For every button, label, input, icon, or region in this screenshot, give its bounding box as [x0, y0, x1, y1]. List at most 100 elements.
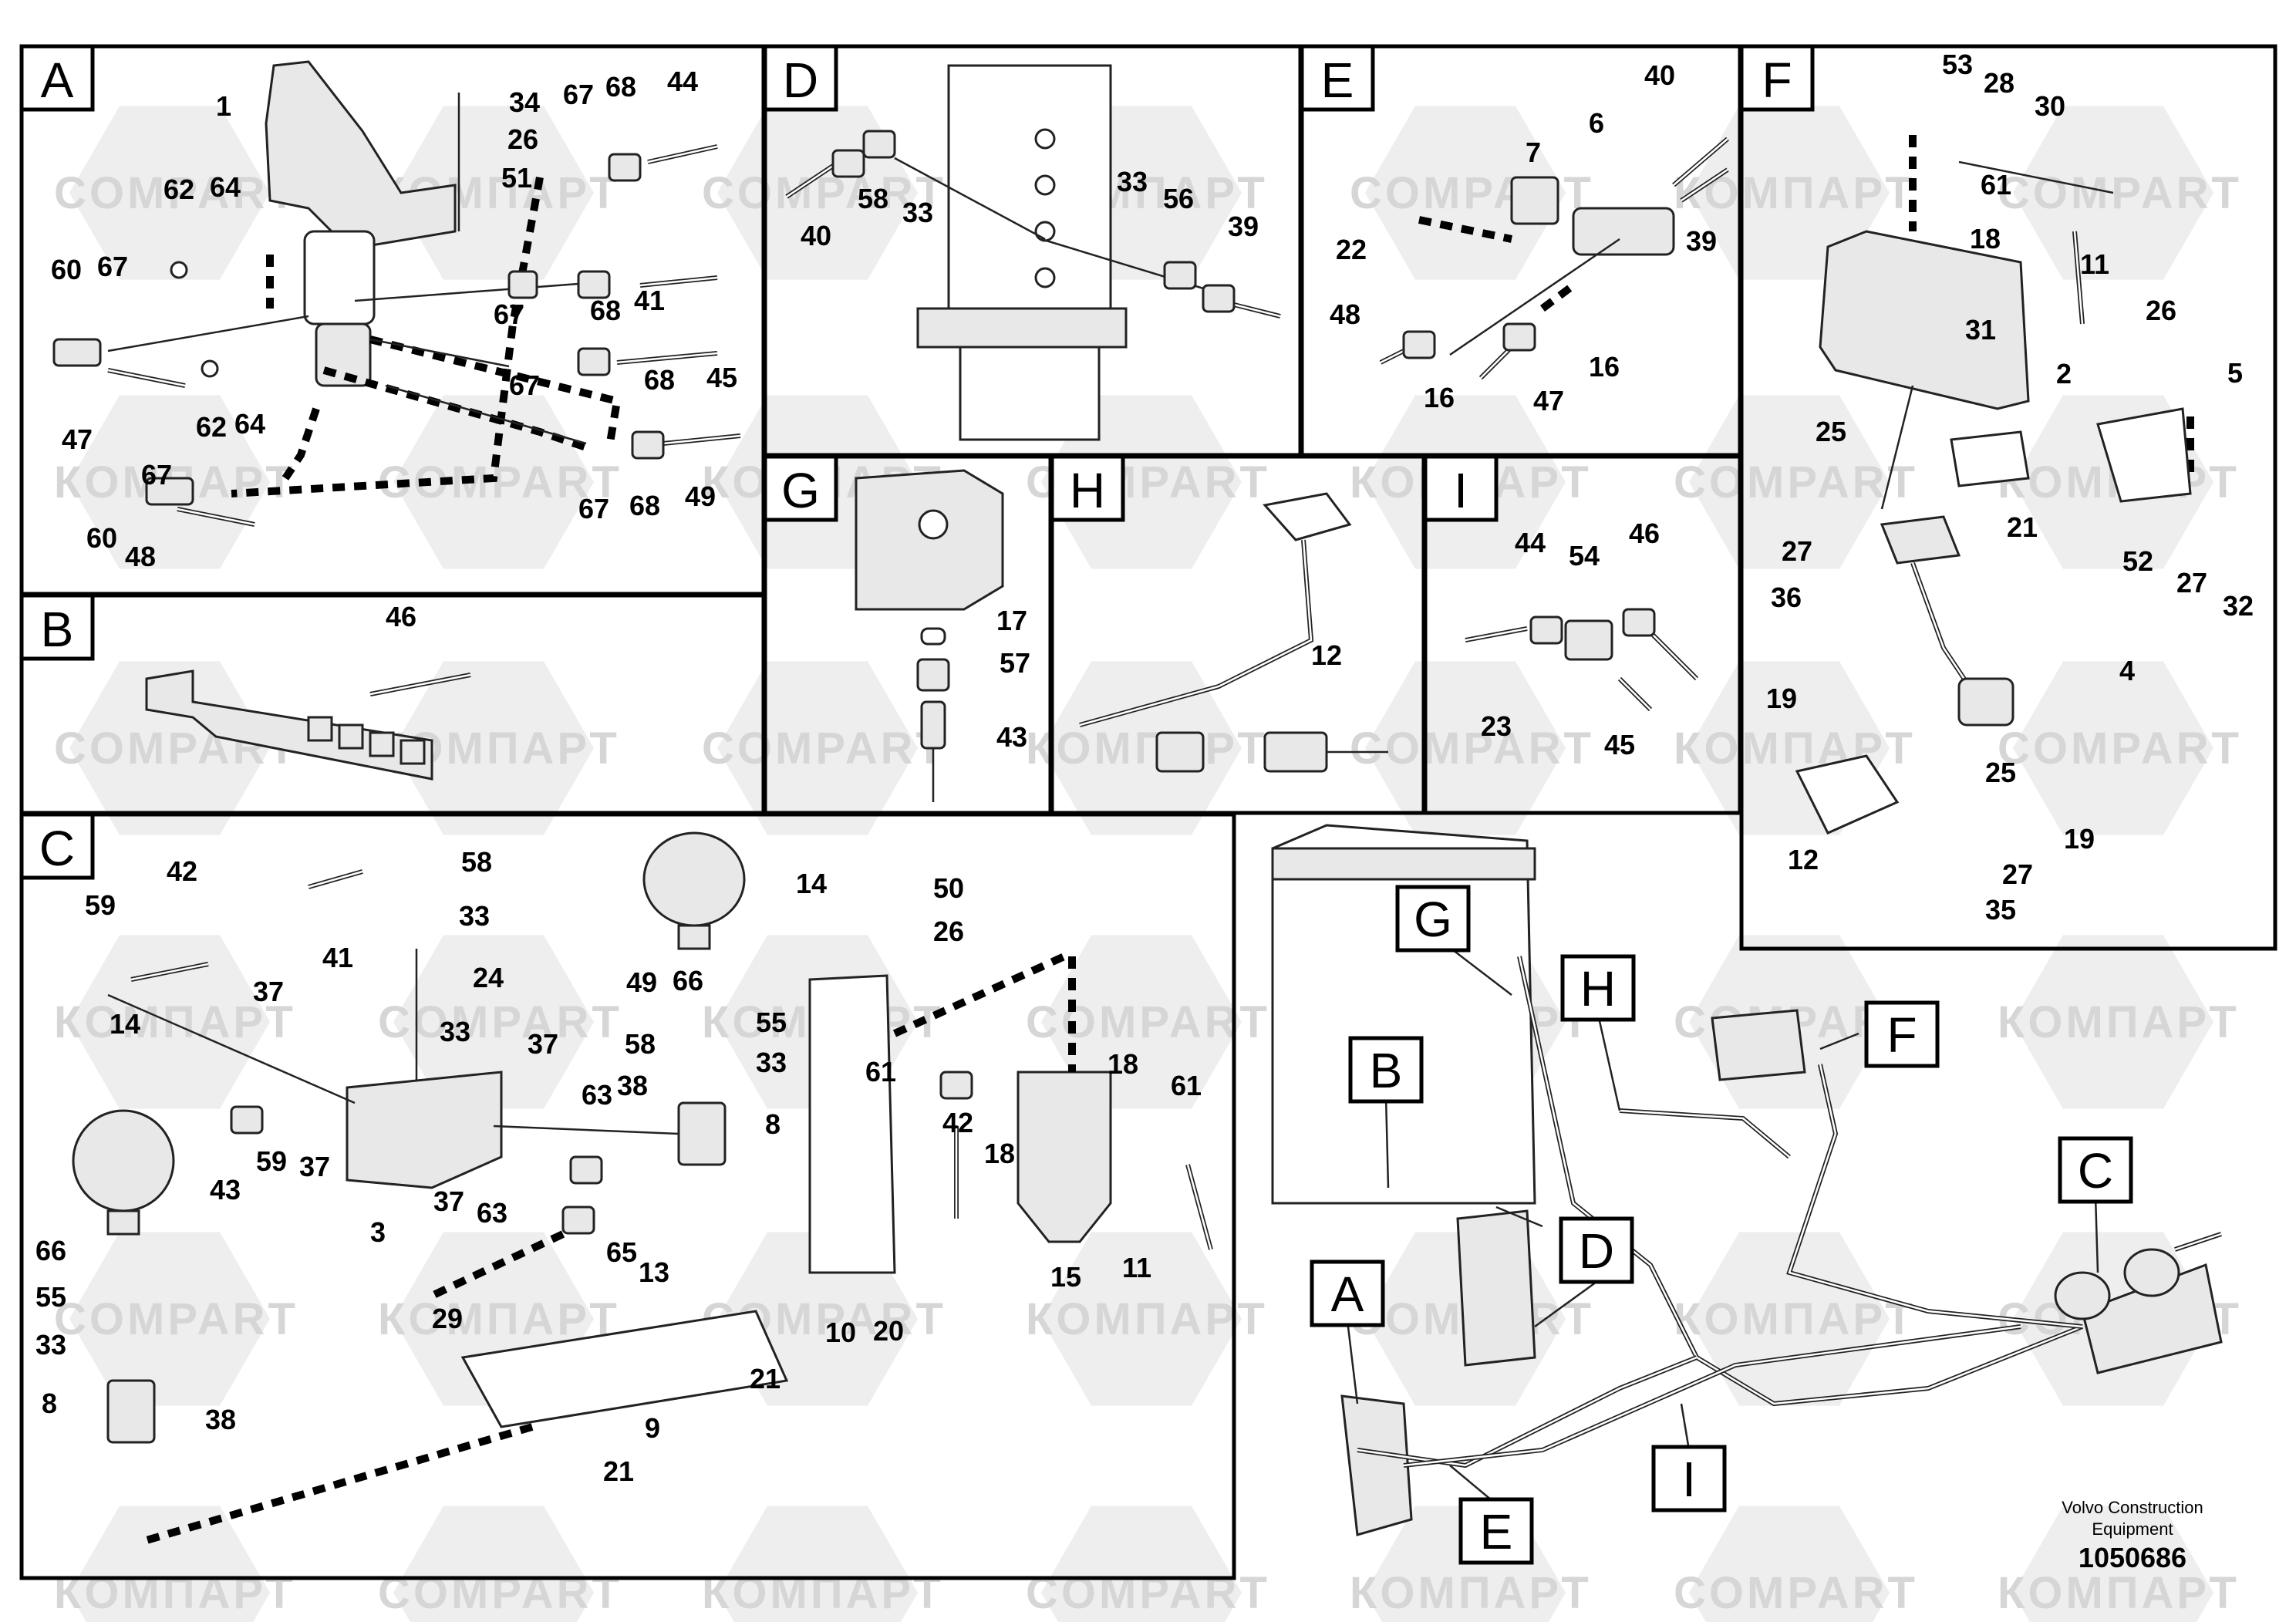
callout-f: F	[1886, 1007, 1917, 1063]
part-number-f: 27	[2002, 858, 2033, 890]
part-number-a: 67	[509, 369, 540, 401]
watermark-hex-icon	[1041, 661, 1242, 835]
part-number-c: 59	[85, 889, 116, 921]
watermark-hex-icon	[393, 1506, 594, 1622]
part-number-a: 68	[629, 490, 660, 521]
part-number-f: 12	[1788, 844, 1819, 875]
part-number-d: 40	[801, 220, 831, 251]
part-number-f: 26	[2146, 295, 2176, 326]
part-number-i: 45	[1604, 729, 1635, 760]
part-number-f: 19	[2064, 823, 2095, 855]
company-line-1: Volvo Construction	[2062, 1498, 2203, 1517]
watermark-hex-icon	[2013, 661, 2213, 835]
part-number-c: 15	[1050, 1261, 1081, 1293]
part-number-a: 41	[634, 285, 665, 316]
part-number-f: 18	[1970, 223, 2001, 255]
part-number-c: 63	[477, 1197, 507, 1229]
part-number-a: 49	[685, 481, 716, 512]
watermark-text: COMPART	[1350, 723, 1594, 774]
part-number-c: 33	[440, 1016, 470, 1047]
watermark-text: COMPART	[54, 168, 298, 218]
watermark-text: КОМПАРТ	[1674, 723, 1916, 774]
part-number-a: 1	[216, 90, 231, 122]
watermark-text: COMPART	[1998, 168, 2242, 218]
part-number-f: 52	[2122, 545, 2153, 577]
part-number-c: 55	[35, 1281, 66, 1313]
part-number-e: 47	[1533, 385, 1564, 416]
part-number-c: 38	[205, 1404, 236, 1435]
part-number-c: 13	[639, 1256, 669, 1288]
part-number-c: 38	[617, 1070, 648, 1101]
panel-c-label: C	[39, 821, 75, 876]
part-number-a: 45	[706, 362, 737, 393]
part-number-c: 37	[433, 1185, 464, 1217]
callout-c: C	[2078, 1143, 2113, 1199]
part-number-c: 41	[322, 942, 353, 973]
watermark-text: КОМПАРТ	[378, 1294, 620, 1344]
part-number-c: 3	[370, 1216, 386, 1248]
callout-a: A	[1331, 1266, 1364, 1322]
callout-h: H	[1580, 961, 1616, 1017]
watermark-hex-icon	[69, 1232, 270, 1406]
panel-d-art	[785, 64, 1281, 441]
part-number-a: 60	[51, 254, 82, 285]
part-number-c: 49	[626, 966, 657, 998]
panel-e-art	[1379, 137, 1729, 380]
part-number-c: 21	[750, 1363, 781, 1394]
part-number-c: 58	[461, 846, 492, 878]
watermark-hex-icon	[393, 106, 594, 280]
part-number-f: 27	[2176, 567, 2207, 599]
part-number-f: 21	[2007, 511, 2038, 543]
part-number-a: 47	[62, 423, 93, 455]
part-number-c: 43	[210, 1174, 241, 1206]
part-number-h: 12	[1311, 639, 1342, 671]
panel-i-art	[1465, 608, 1699, 712]
callout-i: I	[1682, 1452, 1696, 1507]
part-number-a: 68	[605, 71, 636, 103]
part-number-i: 23	[1481, 710, 1512, 742]
part-number-c: 8	[765, 1108, 781, 1140]
watermark-text: КОМПАРТ	[1998, 1568, 2240, 1618]
part-number-c: 61	[865, 1056, 896, 1088]
part-number-f: 61	[1981, 169, 2011, 201]
panel-tags: A B C D E F G H I	[19, 44, 1815, 880]
panel-h-label: H	[1070, 463, 1105, 518]
part-number-f: 27	[1782, 535, 1812, 567]
watermark-text: COMPART	[702, 168, 946, 218]
part-number-c: 37	[528, 1028, 558, 1060]
part-number-e: 6	[1589, 107, 1604, 139]
watermark-hex-icon	[393, 935, 594, 1109]
panel-h-art	[1079, 492, 1388, 773]
panel-g-art	[855, 469, 1004, 802]
part-number-c: 20	[873, 1315, 904, 1347]
part-number-a: 34	[509, 86, 540, 118]
part-number-c: 24	[473, 962, 504, 993]
watermark-hex-icon	[1689, 1506, 1890, 1622]
part-number-d: 58	[858, 183, 888, 214]
part-number-c: 21	[603, 1455, 634, 1487]
part-number-f: 25	[1816, 416, 1846, 447]
panel-c-frame	[19, 812, 1236, 1580]
watermark-text: COMPART	[702, 723, 946, 774]
part-number-a: 67	[563, 79, 594, 110]
company-line-2: Equipment	[2092, 1519, 2173, 1539]
part-number-a: 67	[97, 251, 128, 282]
watermark-hex-icon	[2013, 1506, 2213, 1622]
part-number-f: 35	[1985, 894, 2016, 926]
part-number-c: 58	[625, 1028, 656, 1060]
part-number-f: 19	[1766, 683, 1797, 714]
part-number-f: 30	[2035, 90, 2065, 122]
part-number-e: 40	[1644, 59, 1675, 91]
panel-g-label: G	[781, 463, 820, 518]
title-block: Volvo Construction Equipment 1050686	[2062, 1498, 2203, 1573]
part-number-c: 8	[42, 1388, 57, 1419]
panel-a-art	[52, 60, 741, 527]
watermark-hex-icon	[717, 1506, 918, 1622]
watermark-hex-icon	[1365, 661, 1566, 835]
part-number-c: 66	[673, 965, 703, 996]
part-number-c: 55	[756, 1007, 787, 1038]
watermark-text: COMPART	[378, 1568, 622, 1618]
part-number-f: 25	[1985, 757, 2016, 788]
